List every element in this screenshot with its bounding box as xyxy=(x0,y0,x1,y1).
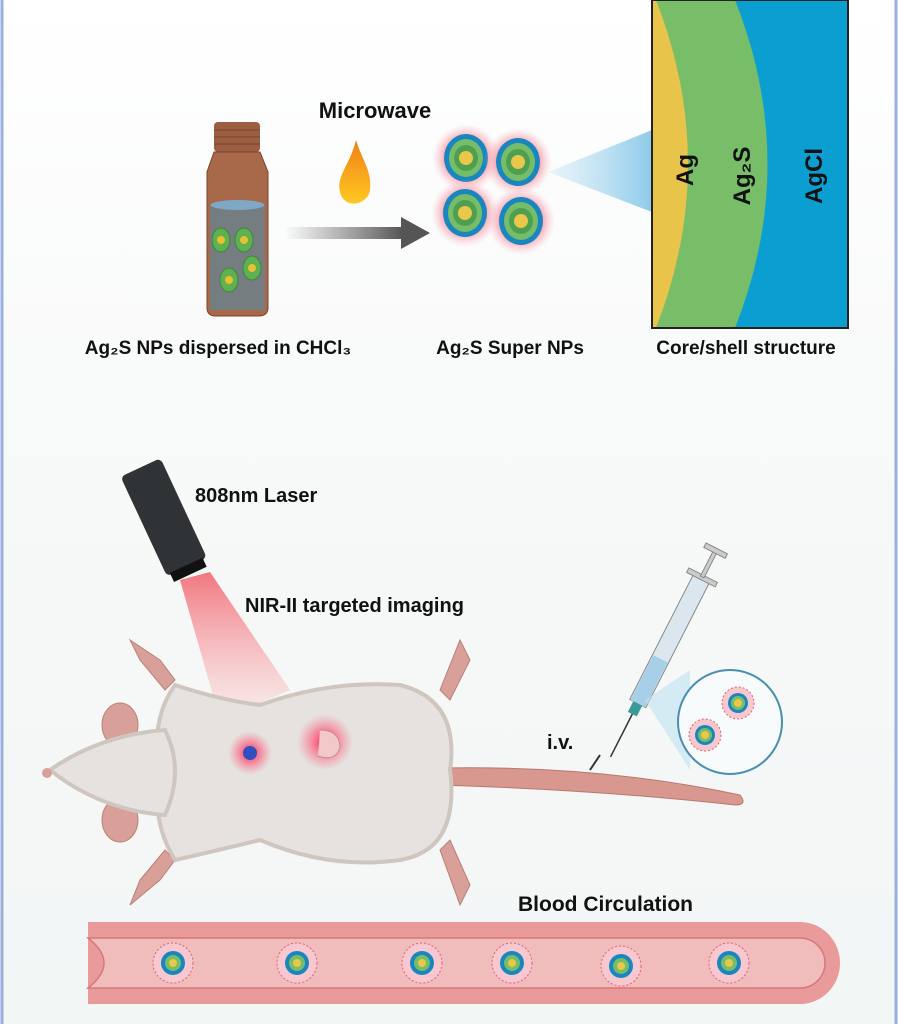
layer-ag-label: Ag xyxy=(672,154,699,186)
mouse-illustration xyxy=(42,638,744,907)
blood-vessel xyxy=(85,922,840,1004)
laser-icon xyxy=(122,459,290,720)
imaging-label: NIR-II targeted imaging xyxy=(245,595,464,617)
microwave-label: Microwave xyxy=(319,98,432,123)
core-shell-caption: Core/shell structure xyxy=(656,338,836,359)
super-nps-caption: Ag₂S Super NPs xyxy=(436,338,584,359)
laser-label: 808nm Laser xyxy=(195,485,318,507)
vial-caption: Ag₂S NPs dispersed in CHCl₃ xyxy=(85,338,351,359)
layer-ag2s-label: Ag₂S xyxy=(729,147,756,206)
syringe-icon xyxy=(589,542,783,775)
core-shell-panel: Ag Ag₂S AgCl xyxy=(651,0,849,329)
super-nps-cluster xyxy=(431,124,555,255)
flame-icon xyxy=(339,140,371,204)
layer-agcl-label: AgCl xyxy=(801,148,828,204)
iv-label: i.v. xyxy=(547,732,573,754)
circulation-label: Blood Circulation xyxy=(518,893,693,916)
zoom-cone xyxy=(548,130,652,212)
circulating-np xyxy=(152,942,750,987)
arrow-icon xyxy=(285,217,430,249)
vial-icon xyxy=(206,122,269,317)
